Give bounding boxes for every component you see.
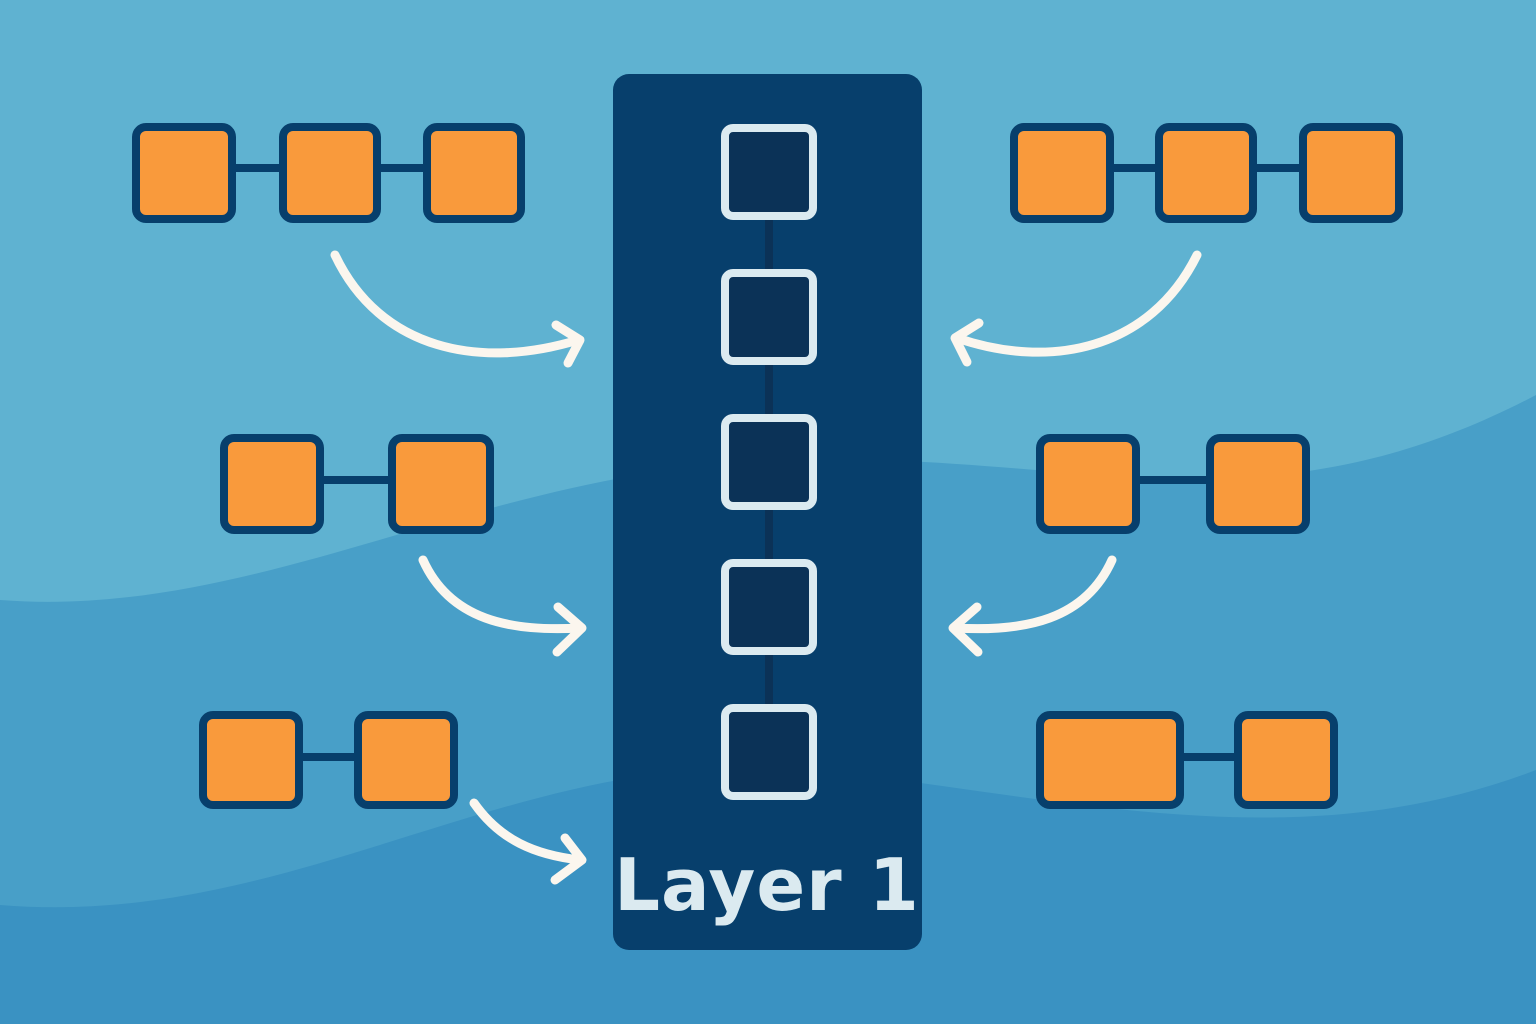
arrows — [330, 250, 1202, 885]
chain-block — [1234, 711, 1338, 809]
chain-block — [388, 434, 494, 534]
chain-left-top — [132, 123, 525, 223]
layer-node — [721, 414, 817, 510]
chain-block — [423, 123, 525, 223]
curved-arrow-icon — [948, 555, 1117, 657]
curved-arrow-icon — [469, 798, 587, 885]
chain-block — [1155, 123, 1257, 223]
layer-node-stack — [721, 124, 817, 800]
chain-left-middle — [220, 434, 494, 534]
layer-panel: Layer 1 — [613, 74, 922, 950]
chain-block — [220, 434, 324, 534]
curved-arrow-icon — [330, 250, 585, 368]
curved-arrow-icon — [418, 555, 587, 657]
layer-node — [721, 559, 817, 655]
chain-block — [279, 123, 381, 223]
chain-block — [1299, 123, 1403, 223]
chain-right-middle — [1036, 434, 1310, 534]
layer-node — [721, 704, 817, 800]
chain-block — [132, 123, 236, 223]
curved-arrow-icon — [950, 250, 1202, 367]
chain-right-top — [1010, 123, 1403, 223]
layer-label: Layer 1 — [614, 843, 920, 927]
chain-block — [1206, 434, 1310, 534]
chain-right-bottom — [1036, 711, 1338, 809]
chain-left-bottom — [199, 711, 458, 809]
chain-block — [354, 711, 458, 809]
side-chains — [132, 123, 1403, 809]
chain-block — [1036, 434, 1140, 534]
layer-node — [721, 269, 817, 365]
chain-block — [1010, 123, 1114, 223]
chain-block — [1036, 711, 1184, 809]
layer-node — [721, 124, 817, 220]
chain-block — [199, 711, 303, 809]
